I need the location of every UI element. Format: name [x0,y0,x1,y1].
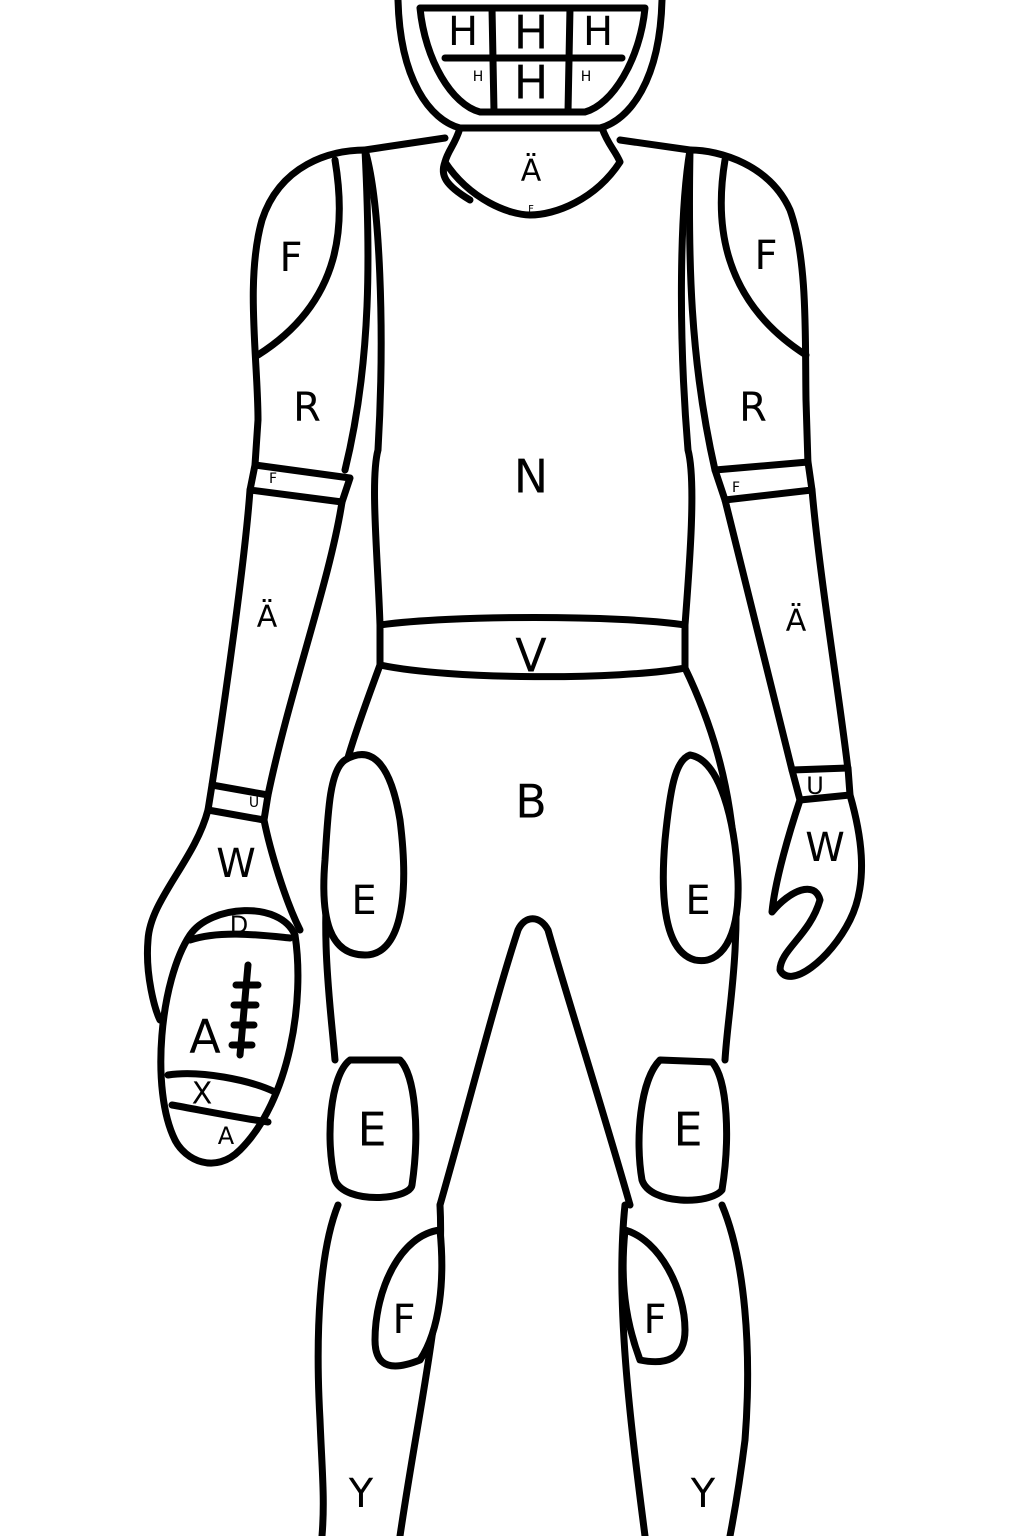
label-face-h5: H [514,56,549,110]
label-collar-trim: F [528,204,534,215]
label-ball-top: D [230,911,248,939]
lower-legs [314,1201,752,1536]
football-icon [157,907,302,1167]
helmet [394,0,666,132]
label-pants: B [515,775,547,829]
collar-shape [439,124,624,219]
label-sock-right: Y [690,1471,716,1517]
label-thigh-pad-left: E [351,878,376,924]
label-wrist-left: U [249,795,259,811]
label-face-h2: H [514,6,549,60]
label-forearm-left: Ä [257,599,278,635]
right-arm [685,146,866,980]
torso-shape [361,134,696,629]
label-ball-tip: A [218,1122,235,1150]
label-shoulder-left: F [279,235,302,281]
label-forearm-right: Ä [786,603,807,639]
label-belt: V [515,629,547,683]
label-hand-left: W [216,841,256,887]
label-hand-right: W [805,825,845,871]
label-knee-pad-right: E [673,1103,702,1157]
label-shoulder-right: F [754,233,777,279]
label-torso: N [514,450,548,504]
label-ball-stripe: X [192,1077,213,1112]
label-upper-arm-left: R [293,385,321,431]
label-shin-left: F [392,1297,415,1343]
label-shin-right: F [643,1297,666,1343]
label-face-h3: H [583,9,613,55]
label-arm-band-left: F [269,471,277,487]
label-thigh-pad-right: E [685,878,710,924]
knee-pad-right [635,1056,731,1204]
label-collar: Ä [521,153,542,189]
thigh-pad-left [320,751,408,959]
left-arm [143,146,372,1024]
label-face-h1: H [448,9,478,55]
label-face-h6: H [581,69,592,85]
label-face-h4: H [473,69,484,85]
label-knee-pad-left: E [357,1103,386,1157]
label-wrist-right: U [806,772,824,800]
label-ball-body: A [189,1010,221,1064]
label-arm-band-right: F [732,480,740,496]
label-sock-left: Y [348,1471,374,1517]
knee-pad-left [326,1056,420,1201]
thigh-pad-right [659,751,742,965]
label-upper-arm-right: R [739,385,767,431]
